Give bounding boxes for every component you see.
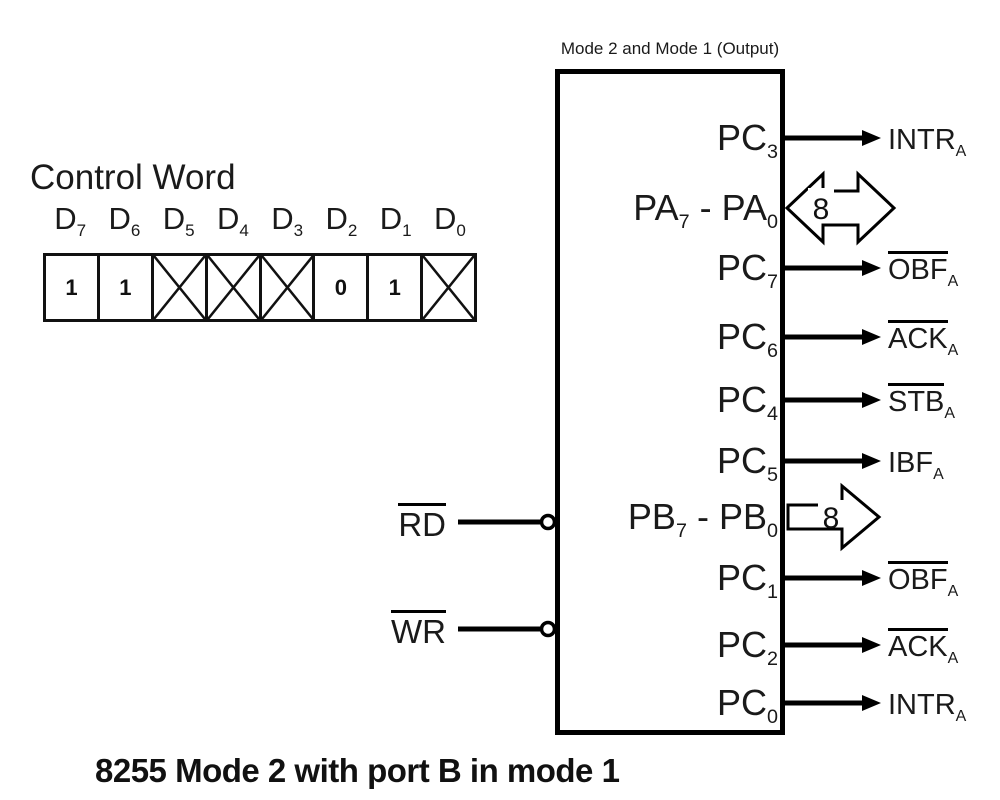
signal-label-ibfa: IBFA	[888, 447, 944, 483]
dont-care-cross-icon	[423, 256, 474, 319]
rd-bubble-icon	[539, 513, 557, 531]
pin-label-pc2: PC2	[716, 624, 778, 671]
bus-width-gap	[808, 188, 834, 222]
arrowhead-pc4	[862, 392, 881, 408]
bit-label-d4: D4	[216, 201, 249, 241]
pin-label-port-b: PB7 - PB0	[627, 496, 778, 543]
bit-label-d3: D3	[271, 201, 304, 241]
bit-cell-d6: 1	[100, 256, 154, 319]
signal-label-stba: STBA	[888, 383, 955, 421]
control-word-bit-labels: D7 D6 D5 D4 D3 D2 D1 D0	[43, 201, 477, 241]
dont-care-cross-icon	[262, 256, 313, 319]
pin-label-pc4: PC4	[716, 379, 778, 426]
bit-cell-d4-dont-care	[208, 256, 262, 319]
bit-label-d1: D1	[379, 201, 412, 241]
bit-label-d5: D5	[162, 201, 195, 241]
arrowhead-pc0	[862, 695, 881, 711]
bit-label-d6: D6	[108, 201, 141, 241]
arrowhead-pc2	[862, 637, 881, 653]
control-word-register: 1 1 0 1	[43, 253, 477, 322]
diagram-caption: 8255 Mode 2 with port B in mode 1	[95, 752, 620, 789]
pin-label-pc6: PC6	[716, 316, 778, 363]
arrowhead-pc1	[862, 570, 881, 586]
dont-care-cross-icon	[154, 256, 205, 319]
signal-label-acka-porta: ACKA	[888, 320, 958, 358]
arrowhead-pc3	[862, 130, 881, 146]
bit-label-d7: D7	[54, 201, 87, 241]
port-b-bus-width: 8	[823, 502, 840, 535]
wr-pin-label: WR	[391, 610, 446, 648]
chip-8255-outline	[555, 69, 785, 735]
double-arrow-shape	[784, 170, 897, 246]
pin-label-pc1: PC1	[716, 557, 778, 604]
arrowhead-pc7	[862, 260, 881, 276]
bit-label-d2: D2	[325, 201, 358, 241]
pin-label-pc5: PC5	[716, 440, 778, 487]
port-b-bus-arrow: 8	[786, 482, 882, 552]
bit-cell-d0-dont-care	[423, 256, 474, 319]
bit-cell-d5-dont-care	[154, 256, 208, 319]
pin-label-pc3: PC3	[716, 117, 778, 164]
port-a-bus-width: 8	[813, 193, 830, 226]
bit-cell-d2: 0	[315, 256, 370, 319]
bit-cell-d7: 1	[46, 256, 100, 319]
bus-width-gap	[818, 500, 844, 527]
arrowhead-pc5	[862, 453, 881, 469]
dont-care-cross-icon	[208, 256, 259, 319]
signal-label-obfa-porta: OBFA	[888, 251, 958, 289]
pin-label-pc7: PC7	[716, 247, 778, 294]
rd-pin-label: RD	[398, 503, 446, 541]
pin-label-port-a: PA7 - PA0	[633, 187, 778, 234]
bit-cell-d1: 1	[369, 256, 424, 319]
signal-arrows	[785, 130, 881, 711]
wr-bubble-icon	[539, 620, 557, 638]
signal-label-intra-top: INTRA	[888, 124, 967, 160]
port-a-bus-arrow: 8	[784, 170, 897, 246]
pin-label-pc0: PC0	[716, 682, 778, 729]
control-word-title: Control Word	[30, 158, 236, 197]
control-input-wires	[458, 513, 557, 638]
bit-cell-d3-dont-care	[262, 256, 316, 319]
chip-mode-title: Mode 2 and Mode 1 (Output)	[560, 39, 780, 58]
signal-label-intra-bottom: INTRA	[888, 689, 967, 725]
signal-label-acka-portb: ACKA	[888, 628, 958, 666]
arrowhead-pc6	[862, 329, 881, 345]
bit-label-d0: D0	[433, 201, 466, 241]
signal-label-obfa-portb: OBFA	[888, 561, 958, 599]
